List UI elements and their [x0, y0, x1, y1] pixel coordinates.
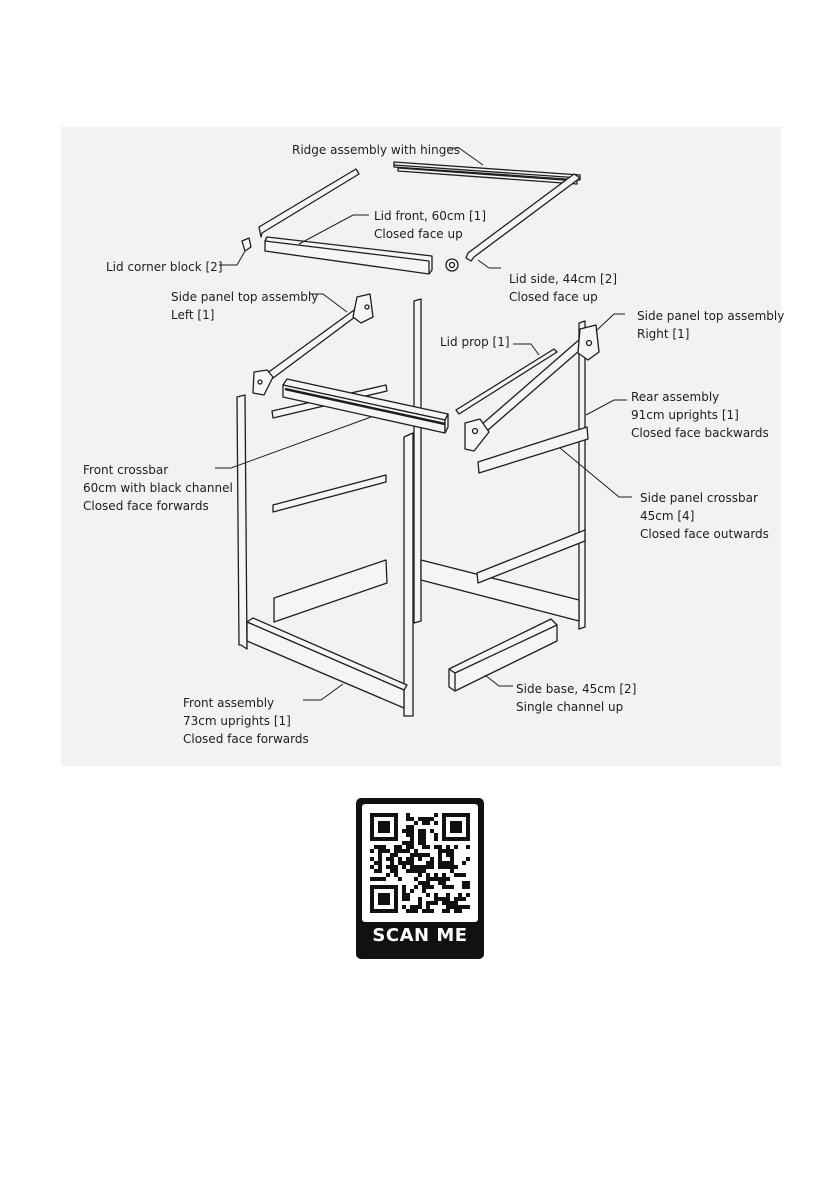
leader-lid-front [298, 214, 369, 245]
ridge-assembly-part [393, 161, 581, 185]
label-lid-front: Lid front, 60cm [1] Closed face up [374, 209, 486, 241]
label-side-panel-top-left: Side panel top assembly Left [1] [171, 290, 319, 322]
lid-side-left-part [258, 168, 360, 238]
qr-code-icon [370, 813, 470, 913]
label-front-assembly: Front assembly 73cm uprights [1] Closed … [183, 696, 309, 746]
label-lid-corner-block: Lid corner block [2] [106, 260, 223, 274]
label-ridge-assembly: Ridge assembly with hinges [292, 143, 460, 157]
label-lid-side: Lid side, 44cm [2] Closed face up [509, 272, 618, 304]
side-panel-top-left-part [252, 293, 374, 396]
rear-upright-left-part [413, 298, 422, 624]
assembly-diagram: Ridge assembly with hinges Lid front, 60… [61, 127, 785, 766]
label-rear-assembly: Rear assembly 91cm uprights [1] Closed f… [631, 390, 769, 440]
side-panel-top-right-part [464, 324, 600, 452]
label-lid-prop: Lid prop [1] [440, 335, 510, 349]
label-side-panel-top-right: Side panel top assembly Right [1] [637, 309, 785, 341]
front-upright-left-part [236, 394, 248, 650]
leader-front-assembly [303, 683, 344, 701]
right-crossbar-lower-part [476, 529, 586, 584]
lid-side-right-part [465, 173, 581, 262]
leader-side-top-left [310, 293, 348, 313]
assembly-drawing [215, 147, 632, 717]
lid-prop-part [455, 348, 558, 415]
leader-side-base [484, 674, 513, 687]
leader-lid-side [477, 259, 501, 269]
front-upright-right-part [403, 432, 414, 717]
front-base-part [246, 617, 408, 709]
left-crossbar-bottom-part [273, 559, 388, 623]
left-crossbar-middle-part [272, 474, 387, 513]
rear-base-part [420, 559, 580, 622]
rear-upright-right-part [578, 320, 586, 630]
right-crossbar-top-part [477, 426, 589, 474]
label-front-crossbar: Front crossbar 60cm with black channel C… [83, 463, 233, 513]
lid-corner-block-left-part [241, 237, 252, 252]
leader-side-top-right [595, 313, 625, 332]
leader-side-crossbar [559, 447, 632, 498]
label-side-base: Side base, 45cm [2] Single channel up [516, 682, 637, 714]
leader-lid-corner [219, 250, 246, 266]
qr-code-card[interactable]: SCAN ME [356, 798, 484, 959]
leader-rear [585, 399, 627, 416]
label-side-panel-crossbar: Side panel crossbar 45cm [4] Closed face… [640, 491, 769, 541]
leader-front-crossbar [215, 416, 372, 469]
leader-ridge [447, 147, 484, 166]
leader-lid-prop [513, 343, 540, 356]
front-crossbar-part [282, 378, 449, 434]
scan-me-caption: SCAN ME [372, 925, 468, 946]
